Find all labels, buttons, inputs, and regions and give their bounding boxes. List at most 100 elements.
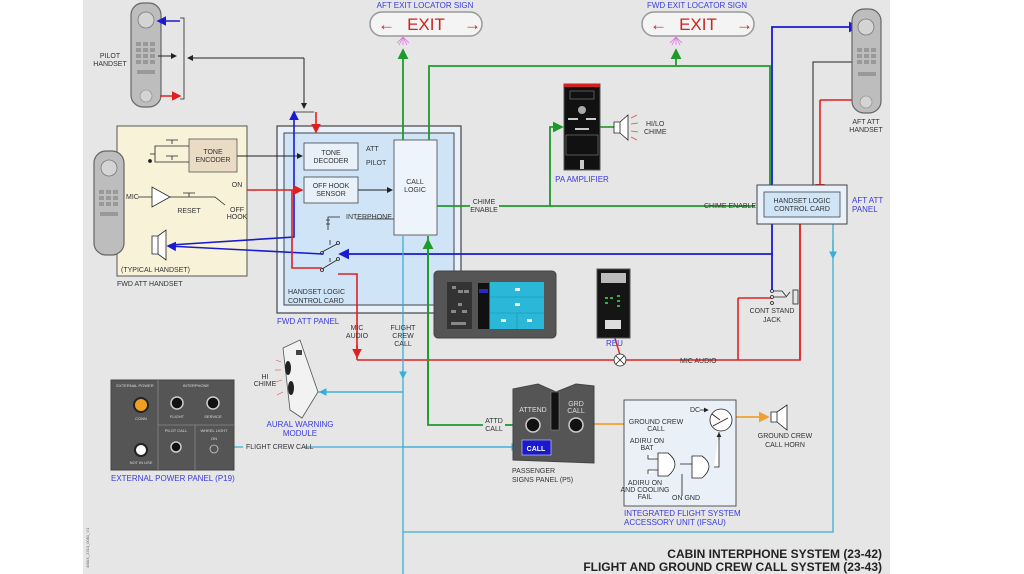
side-code: 4MAX_2310_0081_V1 [85, 527, 90, 568]
conn-label: CONN [135, 416, 147, 421]
passenger-signs-label-1: PASSENGER [512, 468, 555, 475]
on-gnd-label: ON GND [672, 495, 700, 502]
aft-att-panel-label-1: AFT ATT [852, 196, 883, 205]
aft-exit-sign-body [369, 11, 483, 37]
speaker-icon [857, 18, 875, 36]
pa-amplifier-unit [563, 83, 601, 171]
dc-label: DC [690, 407, 700, 414]
keypad-icon [857, 48, 876, 76]
passenger-signs-label-2: SIGNS PANEL (P5) [512, 477, 573, 484]
off-hook-sensor-label-2: SENSOR [316, 191, 346, 198]
reu-label: REU [606, 339, 623, 348]
aft-exit-sign-label: AFT EXIT LOCATOR SIGN [377, 1, 474, 10]
grd-call-button[interactable] [568, 417, 584, 433]
aft-exit-right-arrow: → [464, 15, 481, 34]
flight-crew-call-label-3: CALL [394, 341, 412, 348]
attd-call-label-2: CALL [485, 426, 503, 433]
aural-warning-unit [282, 339, 319, 419]
adiru-cool-label-2: AND COOLING [620, 487, 669, 494]
fwd-exit-text: EXIT [679, 15, 717, 34]
hilo-chime-label-1: HI/LO [646, 121, 665, 128]
ifsau: DC GROUND CREW CALL ADIRU ON BAT ADIRU O… [620, 399, 741, 527]
mic-icon [859, 95, 873, 109]
attend-label: ATTEND [519, 407, 546, 414]
ground-crew-horn-label-1: GROUND CREW [758, 433, 813, 440]
fwd-att-panel: TONE DECODER OFF HOOK SENSOR CALL LOGIC … [276, 125, 462, 326]
typical-handset-label: (TYPICAL HANDSET) [121, 267, 190, 274]
speaker-icon [137, 11, 155, 29]
interphone-jacks-label: INTERPHONE [183, 383, 210, 388]
aft-exit-text: EXIT [407, 15, 445, 34]
and-gate-1-icon [647, 452, 676, 477]
reset-label: RESET [177, 208, 201, 215]
att-label: ATT [366, 146, 379, 153]
aft-att-handset: AFT ATT HANDSET [849, 8, 883, 134]
passenger-signs-panel: ATTEND GRD CALL CALL PASSENGER SIGNS PAN… [512, 383, 595, 484]
call-logic-label-1: CALL [406, 179, 424, 186]
and-gate-2-icon [680, 432, 720, 496]
service-interphone-jack[interactable] [206, 396, 220, 410]
flight-interphone-jack[interactable] [170, 396, 184, 410]
aft-exit-left-arrow: ← [378, 15, 395, 34]
adiru-cool-label-3: FAIL [638, 494, 653, 501]
adiru-cool-label-1: ADIRU ON [628, 480, 662, 487]
handset-logic-card-label-1: HANDSET LOGIC [288, 289, 345, 296]
handset-logic-card-label-2: CONTROL CARD [288, 298, 344, 305]
tone-switches-icon [148, 139, 189, 163]
diagram-canvas: AFT EXIT LOCATOR SIGN ← EXIT → FWD EXIT … [83, 0, 890, 574]
fwd-att-handset-label: FWD ATT HANDSET [117, 281, 183, 288]
aural-warning-label-1: AURAL WARNING [267, 420, 334, 429]
aft-handset-label-2: HANDSET [849, 127, 883, 134]
chime-enable-aft-label: CHIME ENABLE [704, 203, 756, 210]
mic-label: MIC [126, 194, 139, 201]
fwd-att-panel-label: FWD ATT PANEL [277, 317, 340, 326]
attend-call-button[interactable] [525, 417, 541, 433]
fwd-exit-sign-label: FWD EXIT LOCATOR SIGN [647, 1, 747, 10]
call-button[interactable] [521, 439, 552, 456]
cont-stand-jack-label-2: JACK [763, 317, 781, 324]
cont-stand-jack-label-1: CONT STAND [750, 308, 795, 315]
off-hook-label-1: OFF [230, 207, 244, 214]
wheel-light-switch[interactable] [209, 444, 219, 454]
aft-handset-label-1: AFT ATT [852, 119, 880, 126]
flight-crew-call-label-2: CREW [392, 333, 414, 340]
ground-crew-call-label-2: CALL [647, 426, 665, 433]
pilot-handset-label-1: PILOT [100, 53, 121, 60]
audio-junction-icon [613, 353, 627, 367]
keypad-icon [99, 190, 118, 216]
fwd-exit-locator-sign: FWD EXIT LOCATOR SIGN ← EXIT → [641, 1, 755, 46]
pilot-handset-label-2: HANDSET [93, 61, 127, 68]
off-hook-sensor-box [303, 176, 359, 204]
light-rays-icon [396, 36, 410, 46]
interphone-label: INTERPHONE [346, 214, 392, 221]
grd-call-label-1: GRD [568, 401, 584, 408]
fwd-exit-right-arrow: → [736, 15, 753, 34]
pilot-label: PILOT [366, 160, 387, 167]
external-power-label: EXTERNAL POWER [116, 383, 153, 388]
title-line-2: FLIGHT AND GROUND CREW CALL SYSTEM (23-4… [583, 560, 882, 574]
external-power-panel: EXTERNAL POWER CONN NOT IN USE INTERPHON… [110, 379, 235, 483]
aft-exit-locator-sign: AFT EXIT LOCATOR SIGN ← EXIT → [369, 1, 483, 46]
ext-power-panel-label: EXTERNAL POWER PANEL (P19) [111, 474, 235, 483]
mic-audio-label-1: MIC [351, 325, 364, 332]
hilo-chime-label-2: CHIME [644, 129, 667, 136]
adiru-bat-label-1: ADIRU ON [630, 438, 664, 445]
aft-card-label-2: CONTROL CARD [774, 206, 830, 213]
speaker-icon [151, 229, 167, 261]
hi-chime-label-2: CHIME [254, 381, 277, 388]
wheel-light-on-label: ON [211, 436, 217, 441]
jack-icon [770, 289, 799, 305]
adiru-bat-label-2: BAT [640, 445, 654, 452]
ground-crew-call-horn: GROUND CREW CALL HORN [758, 404, 813, 449]
flight-crew-call-p19-label: FLIGHT CREW CALL [246, 444, 314, 451]
flight-jack-label: FLIGHT [170, 414, 185, 419]
light-rays-icon [669, 36, 683, 46]
mic-icon [139, 89, 153, 103]
tone-encoder-box [188, 138, 238, 173]
pa-amplifier-label: PA AMPLIFIER [555, 175, 609, 184]
not-in-use-light [134, 443, 148, 457]
aural-warning-module: HI CHIME AURAL WARNING MODULE [254, 339, 334, 438]
tone-decoder-box [303, 142, 359, 171]
aft-handset-logic-card [763, 191, 841, 218]
pilot-call-button[interactable] [170, 441, 182, 453]
